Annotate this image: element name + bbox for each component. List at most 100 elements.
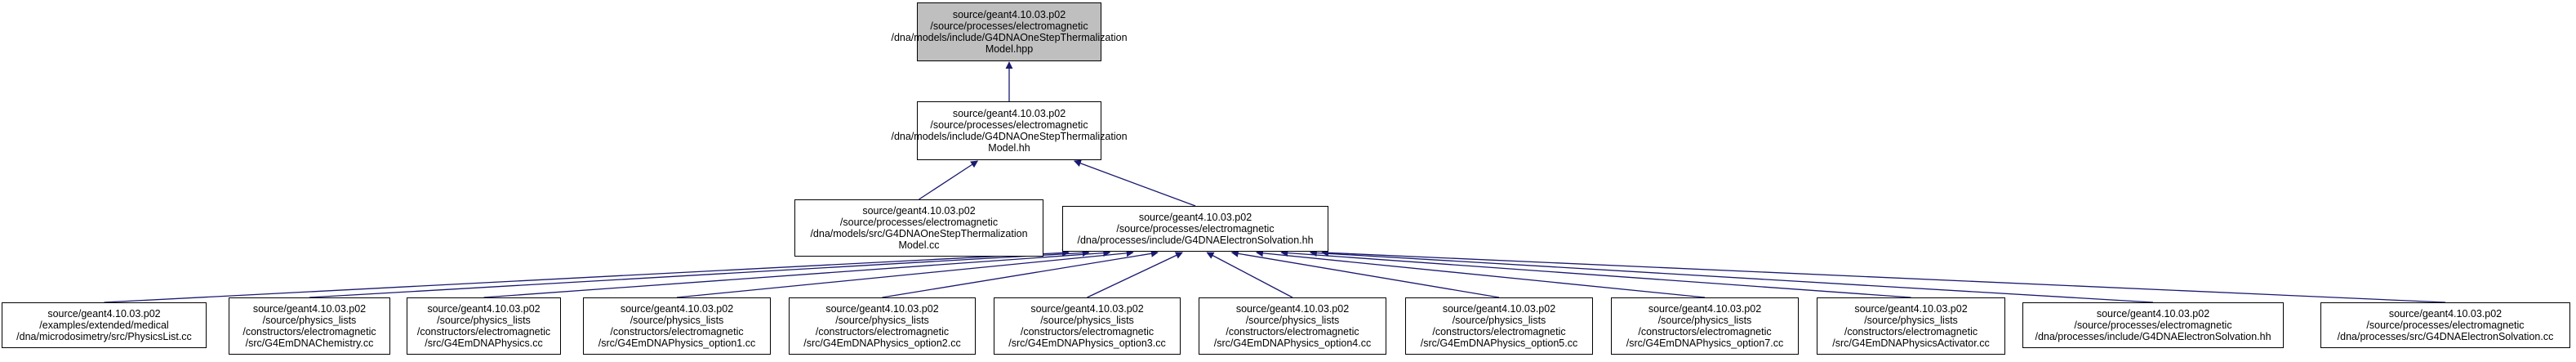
- node-label-line: /source/physics_lists: [1864, 315, 1958, 326]
- node-label-line: /source/processes/electromagnetic: [930, 20, 1088, 32]
- edge-b4-to-solv: [676, 249, 1134, 298]
- node-label-line: /source/physics_lists: [1657, 315, 1752, 326]
- node-label-line: /constructors/electromagnetic: [610, 326, 744, 337]
- edge-b9-to-solv: [1255, 249, 1706, 298]
- node-label-line: /source/physics_lists: [437, 315, 531, 326]
- node-label-line: /constructors/electromagnetic: [1844, 326, 1978, 337]
- node-g4emdnaphysicsactivator-cc[interactable]: source/geant4.10.03.p02/source/physics_l…: [1817, 297, 2005, 355]
- node-label-line: /src/G4EmDNAPhysics_option4.cc: [1213, 337, 1372, 349]
- node-label-line: Model.cc: [898, 239, 940, 251]
- node-g4emdnaphysics-option2-cc[interactable]: source/geant4.10.03.p02/source/physics_l…: [789, 297, 976, 355]
- node-label-line: /source/physics_lists: [262, 315, 357, 326]
- node-label-line: /src/G4EmDNAPhysics.cc: [425, 337, 543, 349]
- node-label-line: /examples/extended/medical: [39, 320, 169, 331]
- node-label: source/geant4.10.03.p02/source/processes…: [1077, 212, 1313, 246]
- edge-b5-to-solv: [882, 249, 1159, 298]
- node-label-line: /source/processes/electromagnetic: [930, 119, 1088, 131]
- node-label-line: /dna/processes/src/G4DNAElectronSolvatio…: [2337, 331, 2554, 342]
- node-label-line: source/geant4.10.03.p02: [2388, 308, 2503, 320]
- node-label-line: /dna/processes/include/G4DNAElectronSolv…: [1077, 235, 1314, 246]
- node-label-line: /dna/processes/include/G4DNAElectronSolv…: [2035, 331, 2271, 342]
- node-g4dna-electron-solvation-hh[interactable]: source/geant4.10.03.p02/source/processes…: [1062, 206, 1328, 252]
- node-label-line: source/geant4.10.03.p02: [1030, 303, 1144, 315]
- node-label-line: /source/physics_lists: [1040, 315, 1134, 326]
- node-label-line: /source/physics_lists: [630, 315, 724, 326]
- node-label-line: /src/G4EmDNAPhysics_option2.cc: [803, 337, 961, 349]
- node-label: source/geant4.10.03.p02/source/physics_l…: [598, 303, 755, 349]
- node-g4emdnachemistry-cc[interactable]: source/geant4.10.03.p02/source/physics_l…: [229, 297, 390, 355]
- node-label: source/geant4.10.03.p02/source/processes…: [891, 108, 1127, 154]
- node-label-line: /constructors/electromagnetic: [1226, 326, 1359, 337]
- node-label-line: Model.hpp: [985, 43, 1034, 55]
- node-label-line: source/geant4.10.03.p02: [252, 303, 367, 315]
- node-label-line: /constructors/electromagnetic: [1432, 326, 1566, 337]
- node-label-line: source/geant4.10.03.p02: [427, 303, 541, 315]
- node-label-line: source/geant4.10.03.p02: [1854, 303, 1968, 315]
- node-label-line: /source/physics_lists: [1452, 315, 1546, 326]
- node-label-line: /constructors/electromagnetic: [416, 326, 551, 337]
- node-label-line: Model.hh: [988, 142, 1030, 154]
- edge-b8-to-solv: [1230, 249, 1500, 298]
- node-label: source/geant4.10.03.p02/source/physics_l…: [1421, 303, 1577, 349]
- node-g4emdnaphysics-option3-cc[interactable]: source/geant4.10.03.p02/source/physics_l…: [994, 297, 1181, 355]
- node-label: source/geant4.10.03.p02/source/processes…: [2035, 308, 2271, 342]
- node-g4emdnaphysics-option7-cc[interactable]: source/geant4.10.03.p02/source/physics_l…: [1611, 297, 1799, 355]
- node-label-line: /dna/models/include/G4DNAOneStepThermali…: [891, 131, 1128, 142]
- node-label-line: /src/G4EmDNAChemistry.cc: [245, 337, 374, 349]
- node-label-line: /source/physics_lists: [1245, 315, 1340, 326]
- node-label-line: source/geant4.10.03.p02: [862, 205, 976, 217]
- node-g4dna-onestep-thermalization-model-hh[interactable]: source/geant4.10.03.p02/source/processes…: [891, 101, 1128, 160]
- node-g4dnaelectronsolvation-hh-include[interactable]: source/geant4.10.03.p02/source/processes…: [2022, 302, 2284, 348]
- edge-b6-to-solv: [1087, 252, 1183, 298]
- node-label-line: source/geant4.10.03.p02: [2096, 308, 2210, 320]
- node-g4emdnaphysics-option5-cc[interactable]: source/geant4.10.03.p02/source/physics_l…: [1405, 297, 1593, 355]
- node-label: source/geant4.10.03.p02/source/physics_l…: [417, 303, 550, 349]
- node-g4emdnaphysics-option1-cc[interactable]: source/geant4.10.03.p02/source/physics_l…: [583, 297, 771, 355]
- node-label: source/geant4.10.03.p02/source/physics_l…: [1008, 303, 1165, 349]
- node-label-line: /src/G4EmDNAPhysics_option3.cc: [1008, 337, 1166, 349]
- node-label-line: /src/G4EmDNAPhysicsActivator.cc: [1832, 337, 1990, 349]
- node-label-line: /src/G4EmDNAPhysics_option1.cc: [598, 337, 756, 349]
- node-label-line: /src/G4EmDNAPhysics_option5.cc: [1420, 337, 1578, 349]
- node-label: source/geant4.10.03.p02/source/processes…: [2338, 308, 2554, 342]
- node-label-line: /src/G4EmDNAPhysics_option7.cc: [1626, 337, 1784, 349]
- node-label: source/geant4.10.03.p02/source/physics_l…: [242, 303, 376, 349]
- edge-solv-to-hh: [1073, 159, 1196, 207]
- edge-b12-to-solv: [1321, 248, 2446, 303]
- edge-b10-to-solv: [1280, 249, 1911, 298]
- node-label-line: /source/physics_lists: [835, 315, 929, 326]
- node-physicslist-cc[interactable]: source/geant4.10.03.p02/examples/extende…: [2, 302, 207, 348]
- edge-cc-to-hh: [919, 160, 979, 200]
- node-label-line: source/geant4.10.03.p02: [825, 303, 939, 315]
- edge-b11-to-solv: [1309, 248, 2154, 303]
- node-g4emdnaphysics-cc[interactable]: source/geant4.10.03.p02/source/physics_l…: [407, 297, 561, 355]
- node-label-line: source/geant4.10.03.p02: [1648, 303, 1762, 315]
- node-label-line: /dna/microdosimetry/src/PhysicsList.cc: [16, 331, 192, 342]
- node-label-line: source/geant4.10.03.p02: [952, 108, 1066, 119]
- node-label-line: /source/processes/electromagnetic: [839, 217, 999, 228]
- node-label-line: /source/processes/electromagnetic: [1116, 223, 1275, 235]
- node-label-line: /constructors/electromagnetic: [1638, 326, 1772, 337]
- node-label-line: /source/processes/electromagnetic: [2074, 320, 2232, 331]
- edge-b3-to-solv: [483, 249, 1111, 298]
- edge-b1-to-solv: [104, 248, 1070, 303]
- node-label: source/geant4.10.03.p02/source/physics_l…: [1832, 303, 1989, 349]
- node-label-line: source/geant4.10.03.p02: [1442, 303, 1556, 315]
- node-label: source/geant4.10.03.p02/source/processes…: [891, 9, 1127, 55]
- node-label-line: source/geant4.10.03.p02: [952, 9, 1066, 20]
- node-g4dna-onestep-thermalization-model-cc[interactable]: source/geant4.10.03.p02/source/processes…: [794, 199, 1043, 257]
- node-label-line: /constructors/electromagnetic: [815, 326, 950, 337]
- node-g4dnaelectronsolvation-cc[interactable]: source/geant4.10.03.p02/source/processes…: [2320, 302, 2570, 348]
- node-g4emdnaphysics-option4-cc[interactable]: source/geant4.10.03.p02/source/physics_l…: [1199, 297, 1386, 355]
- node-label: source/geant4.10.03.p02/source/physics_l…: [803, 303, 960, 349]
- node-label: source/geant4.10.03.p02/examples/extende…: [16, 308, 192, 342]
- node-label: source/geant4.10.03.p02/source/physics_l…: [1626, 303, 1783, 349]
- node-label: source/geant4.10.03.p02/source/processes…: [810, 205, 1027, 251]
- node-label-line: /dna/models/src/G4DNAOneStepThermalizati…: [810, 228, 1028, 239]
- edge-b7-to-solv: [1206, 252, 1293, 298]
- node-label-line: source/geant4.10.03.p02: [620, 303, 734, 315]
- node-g4dna-onestep-thermalization-model-hpp: source/geant4.10.03.p02/source/processes…: [891, 2, 1128, 61]
- node-label: source/geant4.10.03.p02/source/physics_l…: [1214, 303, 1371, 349]
